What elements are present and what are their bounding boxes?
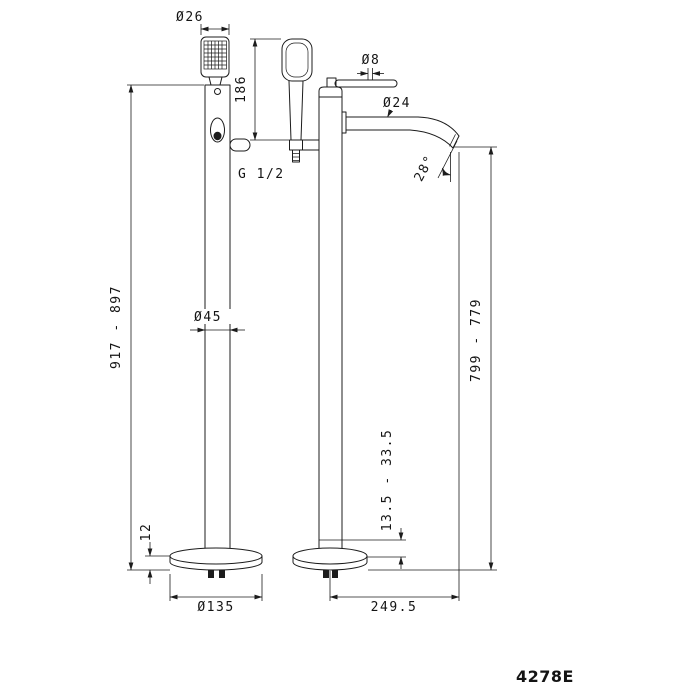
dimension-base-diameter [169, 574, 263, 601]
spout-end-on [210, 117, 225, 143]
dim-label-head-diameter: Ø26 [176, 10, 204, 25]
column-side [318, 96, 347, 549]
spout-bottom-edge [345, 129, 454, 149]
holder-bracket [302, 139, 320, 151]
base-plate-rim-side [292, 555, 368, 571]
extension-line [329, 152, 460, 601]
base-plate-rim [169, 555, 263, 571]
handshower-head-front [200, 36, 230, 86]
model-number: 4278E [516, 667, 574, 686]
mixer-top-side [318, 77, 398, 98]
handshower-neck [208, 76, 223, 86]
dimension-lever-diameter [357, 68, 384, 80]
diverter-knob [214, 88, 221, 95]
base-plate-top-side [292, 547, 368, 565]
angle-arc [441, 167, 451, 176]
dim-label-handshower-length: 186 [234, 75, 249, 103]
dim-label-spout-height: 799 - 779 [469, 298, 484, 382]
handshower-side [281, 38, 320, 163]
dim-label-lever-diameter: Ø8 [362, 53, 381, 68]
spout-outlet-dark [213, 131, 222, 141]
lever-rod [334, 79, 398, 88]
thread-nipple [292, 149, 300, 163]
extension-line [127, 84, 204, 571]
hose-fitting [289, 139, 303, 151]
dimension-spout-reach [329, 152, 460, 601]
handshower-head-outline [200, 36, 230, 78]
dim-label-base-adjustment: 13.5 - 33.5 [380, 429, 395, 532]
dim-label-base-thickness: 12 [139, 523, 154, 542]
base-plate-side [292, 547, 368, 578]
dim-label-base-diameter: Ø135 [197, 600, 234, 615]
side-view [281, 38, 460, 578]
spout-flange [341, 111, 347, 134]
lever-pivot [326, 77, 337, 88]
front-view [169, 36, 263, 578]
label-mask [186, 309, 232, 324]
base-plate-front [169, 547, 263, 578]
floor-fitting [219, 570, 225, 578]
dim-label-spout-angle: 28° [412, 152, 438, 184]
handshower-handle [288, 80, 304, 141]
dimension-spout-diameter [387, 109, 394, 118]
dim-label-spout-reach: 249.5 [371, 600, 418, 615]
handshower-holder-front [229, 138, 251, 152]
dimension-head-diameter [200, 24, 230, 35]
dimension-base-adjustment [319, 528, 406, 569]
dim-label-overall-height: 917 - 897 [109, 285, 124, 369]
handshower-head-inner [285, 42, 309, 78]
spout-side [345, 116, 460, 149]
leader-line [387, 109, 394, 118]
extension-line [200, 24, 230, 35]
dimension-spout-angle [437, 140, 458, 182]
dim-label-column-diameter: Ø45 [194, 310, 222, 325]
dim-label-spout-diameter: Ø24 [383, 96, 411, 111]
aerator-line [449, 134, 456, 147]
dim-label-thread: G 1/2 [238, 167, 285, 182]
floor-fitting [323, 570, 329, 578]
floor-fitting [208, 570, 214, 578]
extension-line [367, 68, 373, 80]
dimension-overall-height [127, 84, 204, 571]
spout-top-edge [345, 116, 460, 137]
column-outline-side [318, 96, 343, 549]
dimension-base-thickness [145, 542, 170, 584]
dimension-handshower-length [250, 38, 289, 141]
handshower-head-side [281, 38, 313, 82]
dimension-spout-height [368, 146, 497, 571]
floor-fitting [332, 570, 338, 578]
spray-face-grid [204, 41, 227, 69]
angle-face-line [437, 140, 458, 179]
thread-hatch [292, 153, 300, 161]
top-cap [318, 86, 343, 98]
base-plate-top [169, 547, 263, 565]
extension-line [250, 38, 289, 141]
